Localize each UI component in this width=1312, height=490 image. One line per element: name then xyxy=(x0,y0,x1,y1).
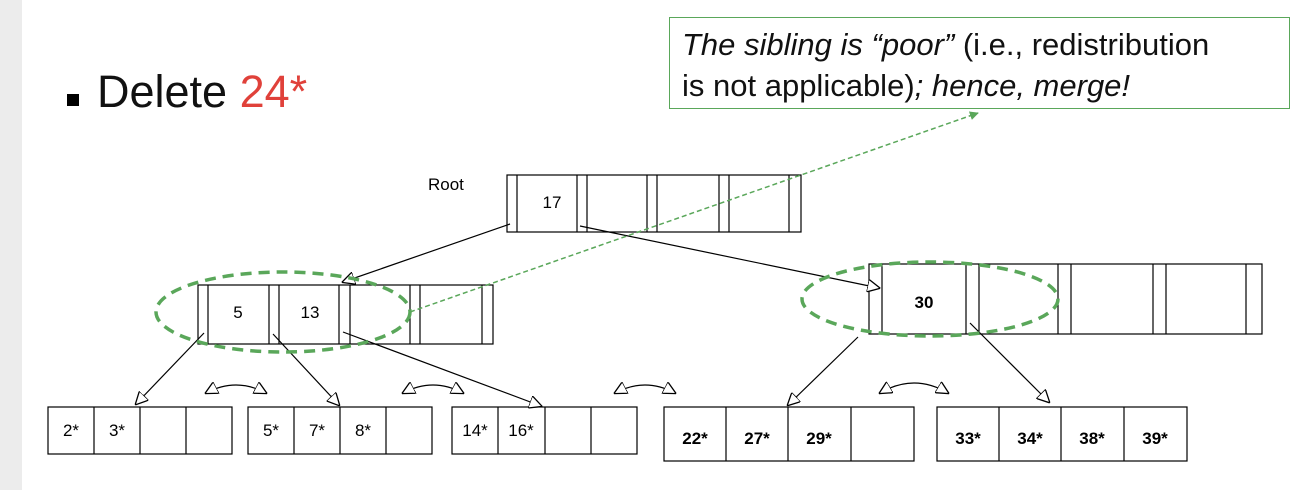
sibling-link-2 xyxy=(403,385,463,393)
leaf-5-key-4: 39* xyxy=(1142,429,1168,448)
pointer-to-leaf-1 xyxy=(136,332,205,404)
sibling-link-3 xyxy=(615,385,675,393)
left-internal-key-2: 13 xyxy=(301,303,320,322)
title-deleted-key: 24* xyxy=(239,66,308,117)
leaf-5-key-1: 33* xyxy=(955,429,981,448)
left-margin-strip xyxy=(0,0,22,490)
leaf-3-key-2: 16* xyxy=(508,421,534,440)
leaf-4-key-1: 22* xyxy=(682,429,708,448)
pointer-to-leaf-4 xyxy=(788,336,859,405)
callout-text-3: is not applicable) xyxy=(682,68,915,103)
root-key-1: 17 xyxy=(543,193,562,212)
leaf-1-key-2: 3* xyxy=(109,421,125,440)
callout-line-1: The sibling is “poor” (i.e., redistribut… xyxy=(682,24,1289,65)
leaf-2-key-2: 7* xyxy=(309,421,325,440)
right-internal-key-1: 30 xyxy=(915,293,934,312)
right-internal-node xyxy=(868,263,1263,335)
sibling-link-1 xyxy=(206,385,266,393)
left-internal-key-1: 5 xyxy=(233,303,242,322)
callout-text-1: The sibling is “poor” xyxy=(682,27,955,62)
highlight-ellipse-right xyxy=(800,260,1060,338)
pointer-to-leaf-5 xyxy=(969,322,1049,402)
callout-line-2: is not applicable); hence, merge! xyxy=(682,65,1289,106)
slide-title: Delete 24* xyxy=(97,65,307,119)
root-to-right-pointer xyxy=(579,225,879,288)
bullet-square-icon xyxy=(67,94,79,106)
leaf-2-key-1: 5* xyxy=(263,421,279,440)
leaf-3-key-1: 14* xyxy=(462,421,488,440)
root-label: Root xyxy=(428,175,464,194)
root-node xyxy=(506,174,802,233)
leaf-4-key-3: 29* xyxy=(806,429,832,448)
highlight-ellipse-left xyxy=(154,270,412,354)
leaf-1-key-1: 2* xyxy=(63,421,79,440)
leaf-1 xyxy=(47,406,233,455)
pointer-to-leaf-3 xyxy=(342,331,541,406)
root-to-left-pointer xyxy=(343,223,511,282)
leaf-5-key-2: 34* xyxy=(1017,429,1043,448)
leaf-4-key-2: 27* xyxy=(744,429,770,448)
callout-text-4: ; hence, merge! xyxy=(914,68,1131,103)
title-prefix: Delete xyxy=(97,66,240,117)
callout-box: The sibling is “poor” (i.e., redistribut… xyxy=(669,17,1290,109)
leaf-4 xyxy=(663,406,915,462)
leaf-5 xyxy=(936,406,1188,462)
leaf-5-key-3: 38* xyxy=(1079,429,1105,448)
callout-connector xyxy=(409,111,979,313)
sibling-link-4 xyxy=(880,383,948,393)
leaf-2-key-3: 8* xyxy=(355,421,371,440)
callout-text-2: (i.e., redistribution xyxy=(954,27,1210,62)
pointer-to-leaf-2 xyxy=(272,333,339,405)
leaf-3 xyxy=(451,406,638,455)
